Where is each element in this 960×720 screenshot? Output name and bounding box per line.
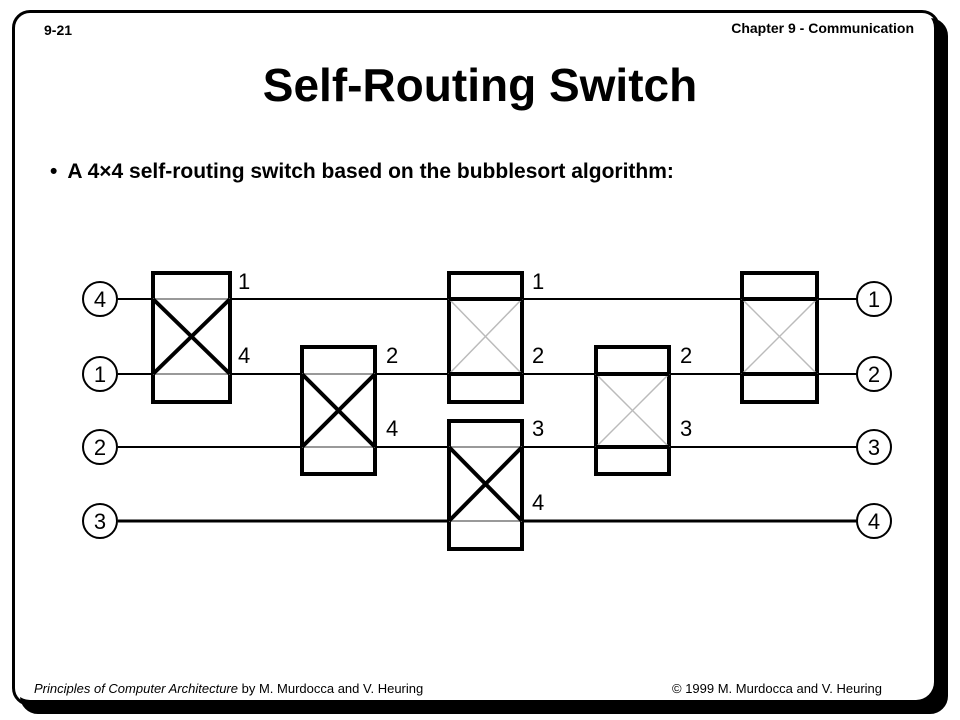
bullet-post: 4 self-routing switch based on the bubbl… (111, 160, 674, 183)
bullet-pre: A 4 (67, 160, 100, 183)
stage4-label-top: 2 (680, 343, 692, 368)
output-node-2 (856, 356, 892, 392)
stage3-label-3: 3 (532, 416, 544, 441)
switch-s5 (594, 345, 671, 476)
stage4-label-bottom: 3 (680, 416, 692, 441)
output-node-4 (856, 503, 892, 539)
times-symbol: × (99, 160, 112, 183)
input-label-2: 1 (94, 362, 106, 387)
bullet-text: • A 4×4 self-routing switch based on the … (50, 160, 674, 184)
switch-s6 (740, 271, 819, 404)
input-node-3 (82, 429, 118, 465)
output-label-3: 3 (868, 435, 880, 460)
input-label-3: 2 (94, 435, 106, 460)
bullet-dot: • (50, 160, 58, 183)
input-node-2 (82, 356, 118, 392)
output-label-4: 4 (868, 509, 880, 534)
footer-copyright: © 1999 M. Murdocca and V. Heuring (672, 681, 882, 696)
stage1-label-bottom: 4 (238, 343, 250, 368)
input-node-1 (82, 281, 118, 317)
output-node-1 (856, 281, 892, 317)
book-authors: by M. Murdocca and V. Heuring (238, 681, 424, 696)
output-label-1: 1 (868, 287, 880, 312)
page-title: Self-Routing Switch (262, 59, 698, 111)
input-label-1: 4 (94, 287, 106, 312)
switch-s4 (447, 419, 524, 551)
stage3-label-2: 2 (532, 343, 544, 368)
stage2-label-bottom: 4 (386, 416, 398, 441)
stage2-label-top: 2 (386, 343, 398, 368)
slide-frame (12, 10, 940, 706)
switch-s2 (300, 345, 377, 476)
stage3-label-4: 4 (532, 490, 544, 515)
input-node-4 (82, 503, 118, 539)
switch-s1 (151, 271, 232, 404)
footer-book: Principles of Computer Architecture by M… (34, 681, 423, 696)
slide-number: 9-21 (44, 22, 73, 38)
output-node-3 (856, 429, 892, 465)
output-label-2: 2 (868, 362, 880, 387)
switch-s3 (447, 271, 524, 404)
stage1-label-top: 1 (238, 269, 250, 294)
book-title: Principles of Computer Architecture (34, 681, 238, 696)
input-label-4: 3 (94, 509, 106, 534)
stage3-label-1: 1 (532, 269, 544, 294)
chapter-title: Chapter 9 - Communication (731, 20, 914, 36)
